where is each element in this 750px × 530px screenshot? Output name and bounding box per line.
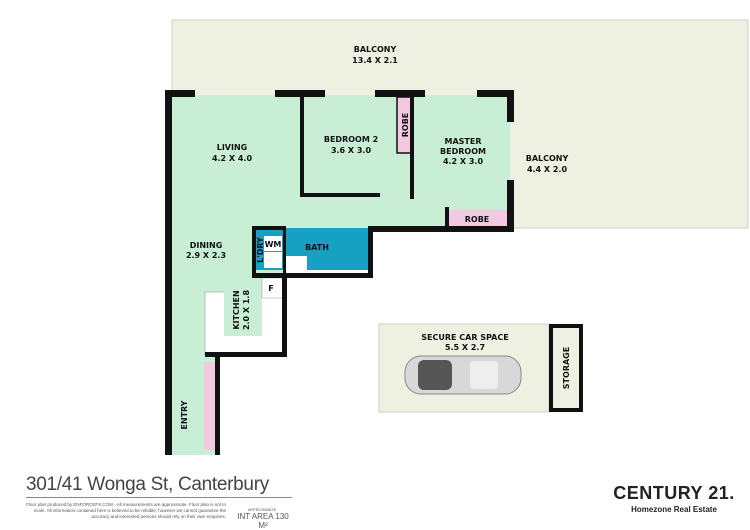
kitchen-floor (224, 278, 262, 336)
fridge-label: F (268, 284, 273, 293)
laundry-label: L'DRY (256, 237, 265, 263)
robe-master (446, 210, 507, 227)
kitchen-label: KITCHEN (232, 290, 241, 329)
master-label-2: BEDROOM (440, 147, 486, 156)
balcony-side-size: 4.4 X 2.0 (527, 165, 568, 174)
entry-robe (204, 362, 216, 450)
car-space-size: 5.5 X 2.7 (445, 343, 485, 352)
robe1-label: ROBE (401, 113, 410, 138)
apartment-floor (170, 95, 510, 455)
internal-area: INT AREA 130 M² (237, 512, 289, 530)
office-name: Homezone Real Estate (631, 505, 717, 514)
bedroom2-label: BEDROOM 2 (324, 135, 378, 144)
living-size: 4.2 X 4.0 (212, 154, 253, 163)
car-space-label: SECURE CAR SPACE (421, 333, 508, 342)
storage-label: STORAGE (562, 347, 571, 389)
bedroom2-size: 3.6 X 3.0 (331, 146, 372, 155)
washing-machine (264, 236, 282, 251)
area-caption: APPROXIMATE (247, 507, 277, 512)
dining-size: 2.9 X 2.3 (186, 251, 226, 260)
balcony-top-label: BALCONY (354, 45, 397, 54)
robe2-label: ROBE (465, 215, 490, 224)
wm-label: WM (265, 240, 282, 249)
storage (549, 324, 583, 412)
floor-plan: BALCONY 13.4 X 2.1 BALCONY 4.4 X 2.0 LIV… (165, 19, 749, 455)
entry-label: ENTRY (180, 400, 189, 429)
balcony-side-label: BALCONY (526, 154, 569, 163)
master-label-1: MASTER (445, 137, 482, 146)
tub (264, 252, 282, 268)
dining-label: DINING (190, 241, 223, 250)
walls (165, 90, 514, 455)
property-address: 301/41 Wonga St, Canterbury (26, 474, 269, 495)
brand-logo: CENTURY 21. (613, 483, 735, 503)
bath-label: BATH (305, 243, 329, 252)
divider (26, 497, 292, 498)
basin (285, 256, 307, 270)
disclaimer: Floor plan produced by ENFORCEFX.COM - A… (26, 502, 226, 519)
kitchen-size: 2.0 X 1.8 (242, 290, 251, 331)
car-icon (404, 355, 522, 395)
master-size: 4.2 X 3.0 (443, 157, 484, 166)
balcony-top-size: 13.4 X 2.1 (352, 56, 398, 65)
living-label: LIVING (217, 143, 248, 152)
